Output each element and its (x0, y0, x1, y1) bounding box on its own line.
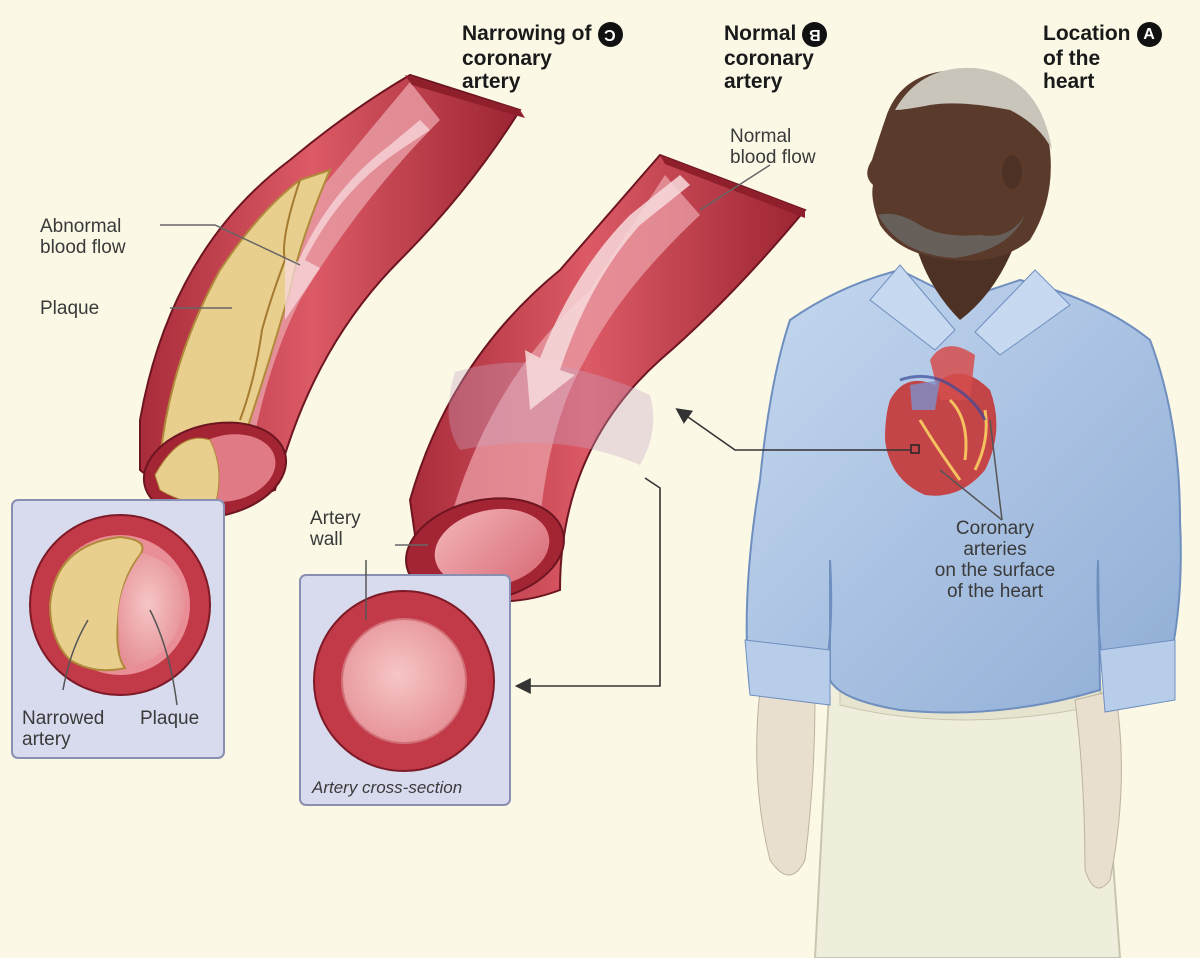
left-hand (756, 689, 816, 876)
narrowed-cross-section-inset (11, 499, 225, 759)
artery-wall-label: Artery wall (310, 508, 361, 550)
normal-cross-section-inset (299, 560, 511, 806)
panel-a-title-line-1: Location (1043, 22, 1131, 46)
panel-b-title-line-3: artery (724, 70, 783, 93)
abnormal-blood-flow-label: Abnormal blood flow (40, 216, 126, 258)
normal-flow-arrow (525, 175, 690, 410)
panel-c-title-line-2: coronary (462, 47, 552, 70)
panel-b-badge: B (802, 22, 828, 47)
panel-c-title-line-3: artery (462, 70, 521, 93)
beard (878, 213, 1025, 258)
heart-illustration (885, 346, 997, 496)
panel-c-badge: C (597, 22, 623, 47)
artery-cross-section-caption: Artery cross-section (312, 778, 463, 797)
panel-a-title-line-2: of the (1043, 47, 1101, 70)
person-figure (744, 67, 1182, 958)
coronary-arteries-label: Coronary arteries on the surface of the … (934, 518, 1056, 602)
panel-b-title-line-1: Normal (724, 22, 797, 46)
heart-to-artery-connector (675, 408, 910, 451)
artery-to-section-connector (514, 477, 661, 694)
ear (1002, 155, 1022, 189)
right-hand (1074, 689, 1122, 889)
narrowed-artery-label: Narrowed artery (22, 708, 105, 750)
plaque-label: Plaque (40, 298, 100, 319)
normal-artery-tube (395, 153, 807, 603)
panel-c-title-line-1: Narrowing of (462, 22, 592, 46)
narrowed-artery-tube (139, 73, 525, 519)
normal-blood-flow-label: Normal blood flow (730, 126, 816, 168)
panel-a-title-line-3: heart (1043, 70, 1095, 93)
hair (895, 67, 1052, 150)
shirt (745, 268, 1182, 714)
panel-b-title-line-2: coronary (724, 47, 814, 70)
coronary-pointer (939, 469, 1003, 521)
head (867, 70, 1051, 261)
panel-a-badge: A (1136, 22, 1162, 47)
inset-plaque-label: Plaque (140, 708, 200, 729)
